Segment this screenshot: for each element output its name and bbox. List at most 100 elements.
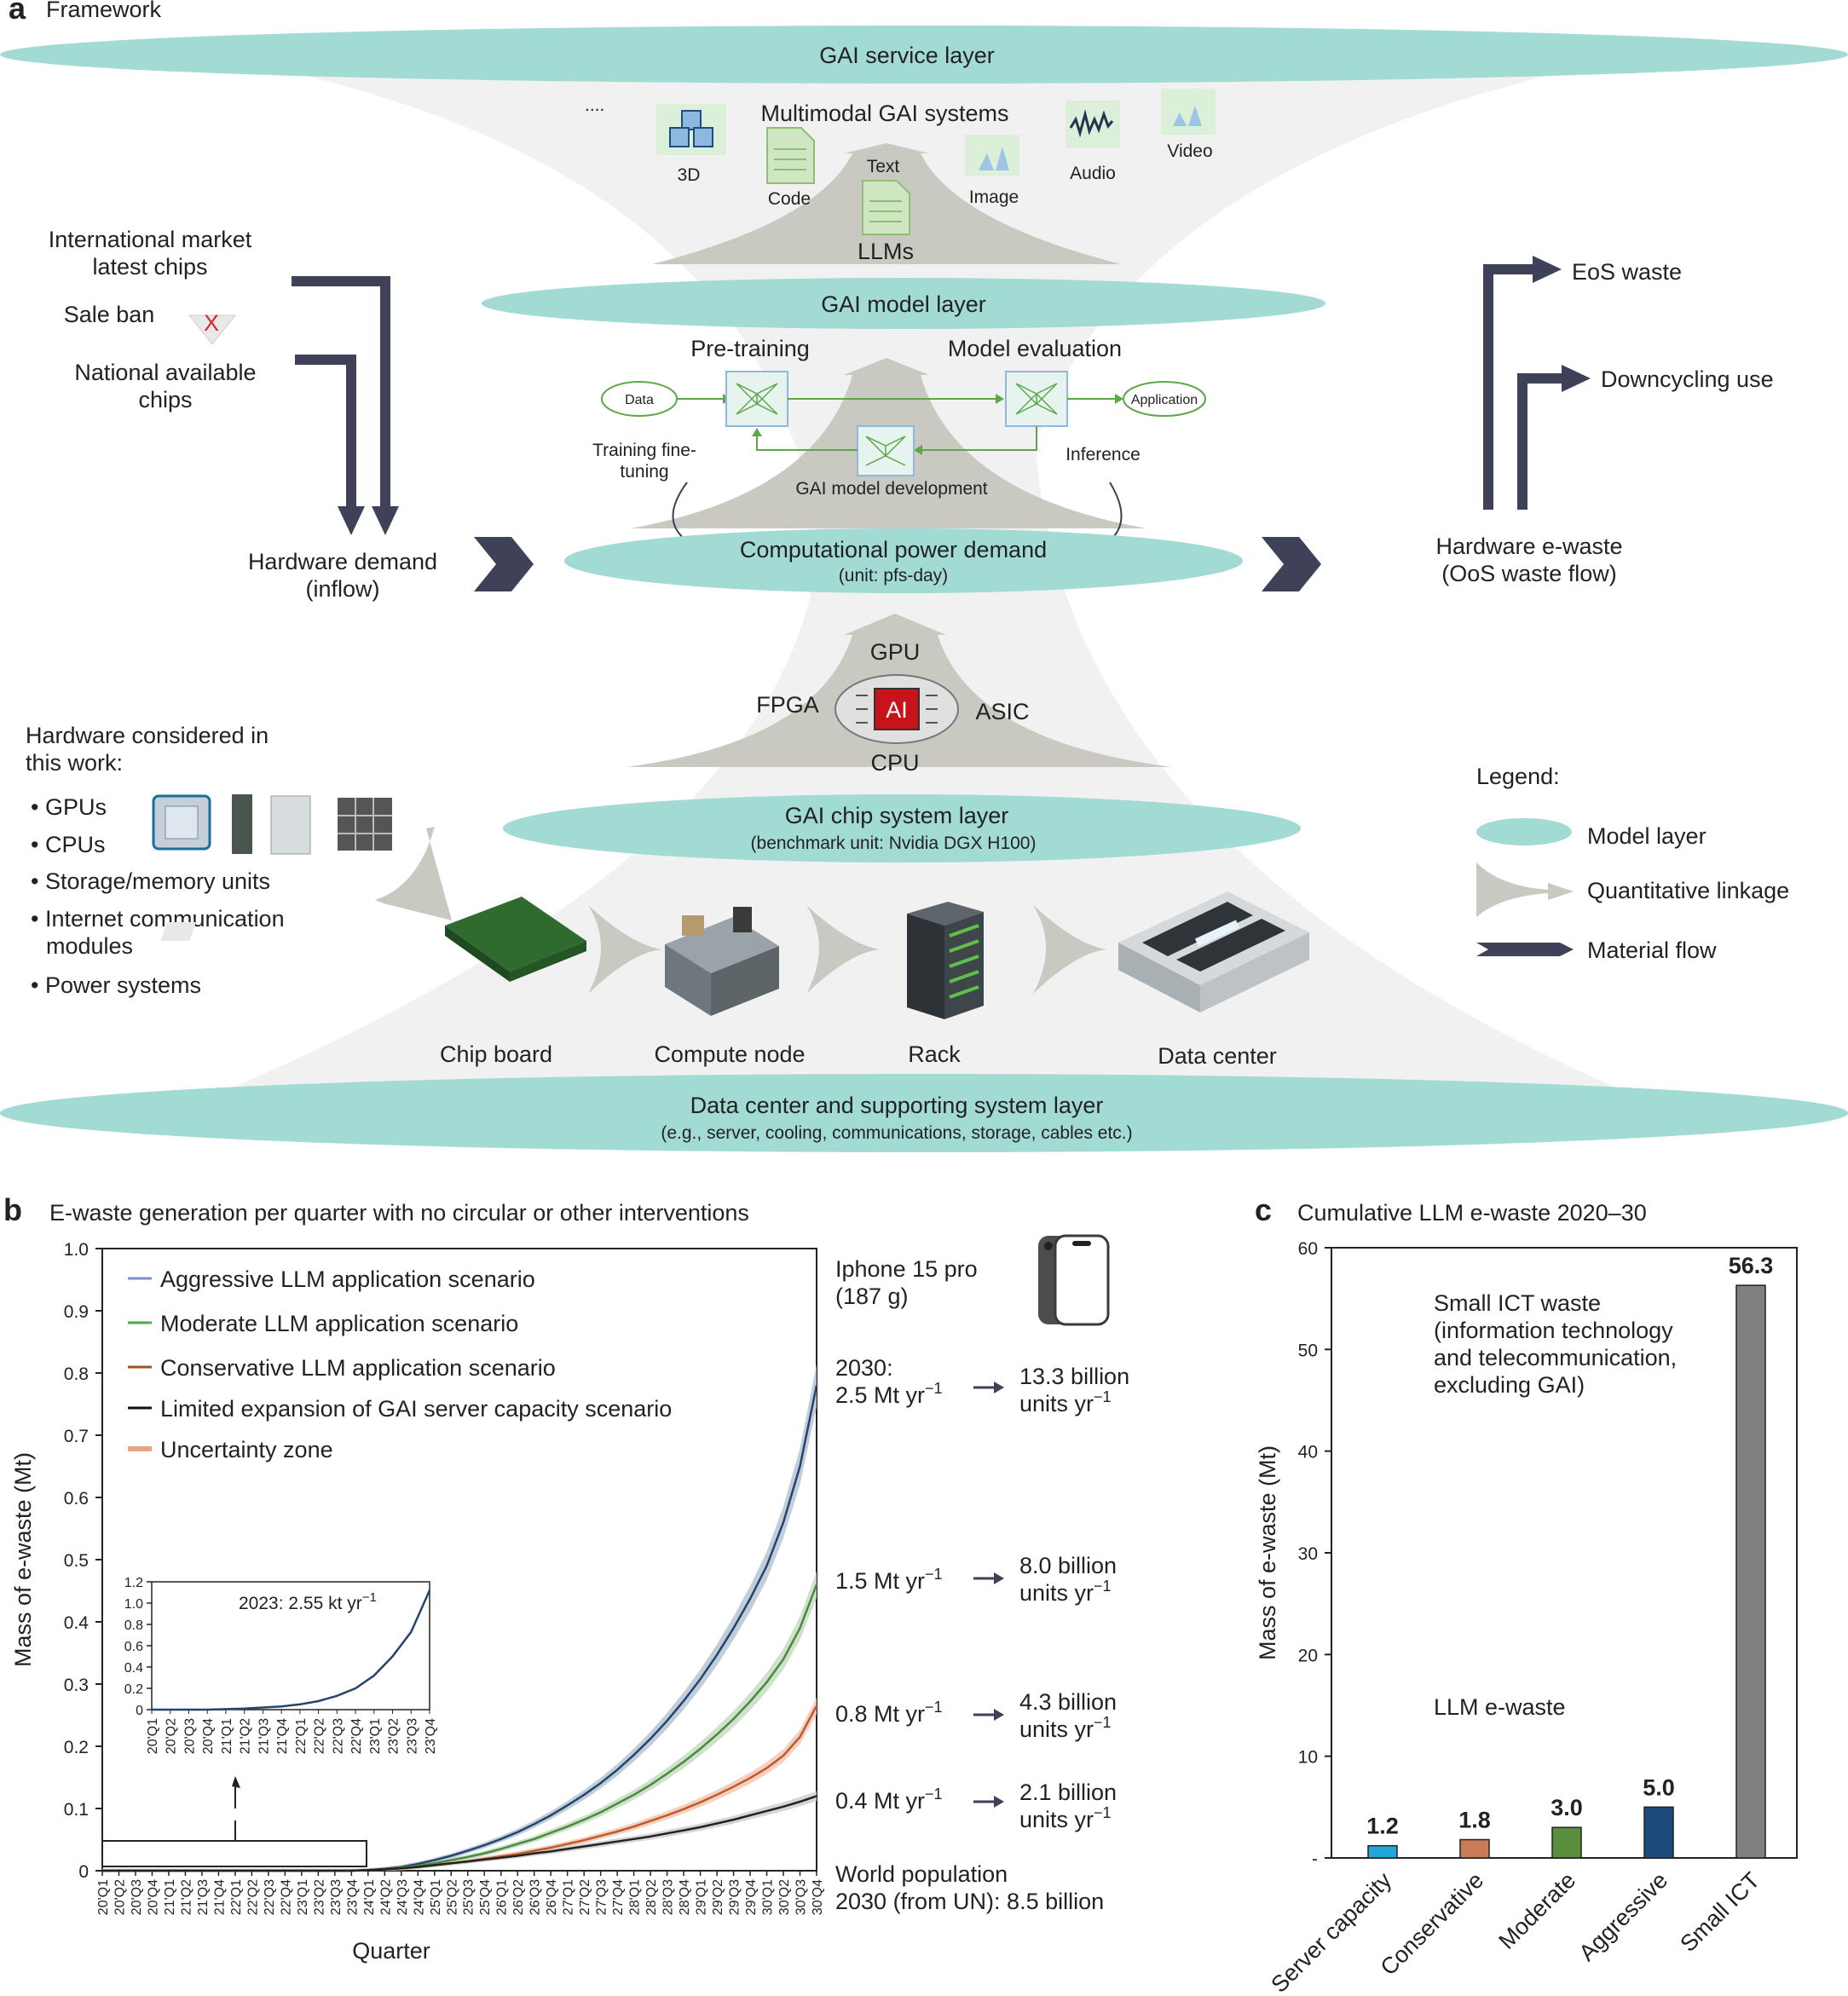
inflow-chevron-icon [474,537,534,591]
small-ict-label-line1: Small ICT waste [1434,1290,1601,1316]
inset-x-tick-label: 22'Q1 [294,1718,309,1754]
hardware-item-power: • Power systems [31,972,201,998]
x-tick-label: 20'Q4 [146,1879,160,1915]
inset-x-tick-label: 20'Q3 [182,1718,197,1754]
neural-net-icon-development [857,425,915,476]
ewaste-label-line1: Hardware e-waste [1435,534,1622,559]
x-tick-label: 26'Q4 [545,1879,559,1915]
service-layer-ellipse [0,26,1848,84]
inference-label: Inference [1065,445,1141,464]
panel-c-letter: c [1255,1192,1272,1227]
x-tick-label: 25'Q2 [445,1879,459,1915]
phone-label-line1: Iphone 15 pro [835,1256,978,1282]
modality-3d: 3D [678,165,701,185]
hardware-thumbnails [152,794,392,855]
x-tick-label: 26'Q3 [528,1879,543,1915]
code-document-icon [766,127,815,184]
x-tick-label: 26'Q2 [511,1879,526,1915]
compute-demand-unit: (unit: pfs-day) [839,566,948,586]
bar-y-axis-label: Mass of e-waste (Mt) [1255,1445,1280,1660]
x-tick-label: 22'Q2 [245,1879,260,1915]
inset-y-tick-label: 1.2 [124,1576,143,1590]
x-tick-label: 27'Q4 [611,1879,626,1915]
modality-audio: Audio [1070,164,1116,183]
llm-document-icon [862,180,910,235]
inset-x-tick-label: 23'Q3 [405,1718,419,1754]
image-icon [965,135,1019,176]
x-tick-label: 22'Q1 [229,1879,244,1915]
panel-a: a Framework GAI service layer .... Multi… [0,0,1848,1152]
y-tick-label: 0.9 [64,1302,89,1322]
x-tick-label: 29'Q3 [728,1879,742,1915]
bar-y-tick-label: 20 [1298,1646,1318,1665]
inset-x-tick-label: 20'Q2 [165,1718,179,1754]
hardware-item-modules: modules [46,933,133,959]
inset-x-tick-label: 23'Q4 [424,1718,438,1754]
x-tick-label: 25'Q1 [429,1879,443,1915]
llms-label: LLMs [858,239,914,264]
inset-x-tick-label: 20'Q1 [146,1718,160,1754]
uncertainty-band [102,1697,817,1871]
svg-text:units yr−1: units yr−1 [1019,1578,1112,1606]
data-center-icon [1118,891,1309,1012]
bar-category-label: Aggressive [1574,1867,1673,1966]
x-tick-label: 20'Q3 [130,1879,144,1915]
inset-y-tick-label: 0.4 [124,1661,143,1676]
x-tick-label: 28'Q3 [661,1879,676,1915]
panel-a-letter: a [9,0,26,26]
sale-ban-mark: X [204,310,219,336]
inset-x-tick-label: 22'Q3 [331,1718,345,1754]
inset-y-tick-label: 0.2 [124,1682,143,1697]
y-tick-label: 0.5 [64,1551,89,1571]
world-population-line1: World population [835,1861,1008,1887]
svg-text:2.1 billion: 2.1 billion [1019,1780,1117,1805]
bar-category-label: Small ICT [1675,1867,1764,1957]
y-axis-label: Mass of e-waste (Mt) [10,1452,36,1667]
phone-label-line2: (187 g) [835,1284,909,1309]
bar-value-label: 5.0 [1643,1774,1675,1800]
hardware-item-cpus: • CPUs [31,832,105,857]
x-tick-label: 28'Q1 [628,1879,643,1915]
modality-image: Image [969,187,1019,207]
compute-demand-ellipse [564,528,1243,593]
bar-y-tick-label: 40 [1298,1443,1318,1462]
asic-label: ASIC [975,699,1029,724]
arrow-right-icon [994,1572,1004,1584]
gpu-label: GPU [870,639,921,665]
small-ict-label-line2: (information technology [1434,1318,1673,1343]
inset-x-tick-label: 21'Q4 [275,1718,290,1754]
inset-label: 2023: 2.55 kt yr−1 [239,1590,377,1613]
bar-y-tick-label: 10 [1298,1748,1318,1768]
y-tick-label: 0.6 [64,1489,89,1509]
x-axis-label: Quarter [352,1938,430,1964]
annotation-0-8: 0.8 Mt yr−1 4.3 billion units yr−1 [835,1689,1117,1742]
inset-x-tick-label: 20'Q4 [201,1718,216,1754]
x-tick-label: 28'Q4 [678,1879,692,1915]
world-population-line2: 2030 (from UN): 8.5 billion [835,1889,1104,1914]
model-layer-ellipse [482,278,1325,329]
x-tick-label: 24'Q3 [396,1879,410,1915]
panel-b-letter: b [3,1192,22,1227]
x-tick-label: 29'Q1 [695,1879,709,1915]
x-tick-label: 21'Q1 [163,1879,177,1915]
x-tick-label: 30'Q4 [811,1879,825,1915]
inset-x-tick-label: 22'Q4 [349,1718,364,1754]
audio-icon [1065,101,1120,148]
modality-text: Text [867,157,900,176]
rack-icon [907,902,984,1019]
legend-uncertainty: Uncertainty zone [160,1437,333,1462]
annotation-1-5: 1.5 Mt yr−1 8.0 billion units yr−1 [835,1553,1117,1606]
ellipsis-label: .... [585,95,604,115]
legend-material-flow: Material flow [1587,937,1717,963]
service-layer-label: GAI service layer [819,43,995,68]
inset-x-tick-label: 23'Q1 [368,1718,383,1754]
inset-x-tick-label: 21'Q2 [239,1718,253,1754]
panel-c-title: Cumulative LLM e-waste 2020–30 [1297,1200,1647,1226]
model-layer-label: GAI model layer [821,291,986,317]
small-ict-label-line3: and telecommunication, [1434,1345,1677,1370]
data-center-layer-sub: (e.g., server, cooling, communications, … [661,1123,1132,1143]
y-tick-label: 0.7 [64,1427,89,1446]
legend-aggressive: Aggressive LLM application scenario [160,1266,535,1292]
national-label-line1: National available [74,360,256,385]
